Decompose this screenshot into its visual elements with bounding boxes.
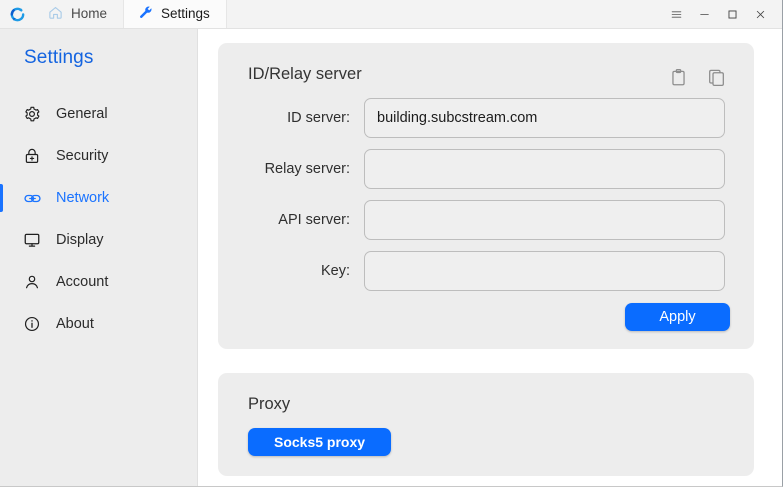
link-icon	[22, 188, 42, 208]
close-icon[interactable]	[746, 0, 774, 28]
api-server-input[interactable]	[364, 200, 725, 240]
field-row-key: Key:	[236, 251, 732, 291]
key-input[interactable]	[364, 251, 725, 291]
key-label: Key:	[320, 263, 350, 279]
sidebar-item-security[interactable]: Security	[0, 135, 197, 177]
sidebar-item-label: Security	[56, 148, 109, 164]
copy-icon[interactable]	[704, 65, 728, 89]
maximize-icon[interactable]	[718, 0, 746, 28]
card-actions	[666, 59, 732, 89]
apply-row: Apply	[236, 303, 732, 331]
id-relay-server-card: ID/Relay server	[218, 43, 754, 349]
field-row-id-server: ID server: building.subcstream.com	[236, 98, 732, 138]
sidebar-item-about[interactable]: About	[0, 303, 197, 345]
proxy-button-row: Socks5 proxy	[248, 428, 732, 456]
sidebar-item-account[interactable]: Account	[0, 261, 197, 303]
field-row-relay-server: Relay server:	[236, 149, 732, 189]
lock-icon	[22, 146, 42, 166]
id-server-input[interactable]: building.subcstream.com	[364, 98, 725, 138]
card-title: ID/Relay server	[248, 65, 362, 83]
monitor-icon	[22, 230, 42, 250]
relay-server-input[interactable]	[364, 149, 725, 189]
field-row-api-server: API server:	[236, 200, 732, 240]
rustdesk-logo-icon	[0, 0, 34, 28]
person-icon	[22, 272, 42, 292]
socks5-proxy-button[interactable]: Socks5 proxy	[248, 428, 392, 456]
tab-home[interactable]: Home	[34, 0, 123, 28]
proxy-card: Proxy Socks5 proxy	[218, 373, 754, 476]
id-server-label: ID server:	[287, 110, 350, 126]
info-circle-icon	[22, 314, 42, 334]
apply-button[interactable]: Apply	[625, 303, 730, 331]
tab-settings-label: Settings	[161, 6, 210, 22]
relay-server-label: Relay server:	[264, 161, 350, 177]
sidebar-item-label: Display	[56, 232, 104, 248]
gear-icon	[22, 104, 42, 124]
tab-settings[interactable]: Settings	[123, 0, 227, 28]
page-title: Settings	[24, 47, 94, 68]
sidebar-item-label: General	[56, 106, 108, 122]
settings-content: ID/Relay server	[198, 29, 782, 486]
sidebar-nav: General Security	[0, 93, 197, 345]
sidebar-item-label: Network	[56, 190, 110, 206]
sidebar-item-label: Account	[56, 274, 109, 290]
hamburger-menu-icon[interactable]	[662, 0, 690, 28]
sidebar-item-general[interactable]: General	[0, 93, 197, 135]
wrench-icon	[138, 5, 153, 23]
sidebar-item-network[interactable]: Network	[0, 177, 197, 219]
proxy-card-title: Proxy	[248, 395, 291, 413]
window-body: Settings General	[0, 29, 782, 486]
home-icon	[48, 5, 63, 23]
titlebar: Home Settings	[0, 0, 782, 29]
minimize-icon[interactable]	[690, 0, 718, 28]
tab-home-label: Home	[71, 6, 108, 22]
sidebar: Settings General	[0, 29, 198, 486]
sidebar-item-display[interactable]: Display	[0, 219, 197, 261]
card-header: ID/Relay server	[236, 59, 732, 98]
window-controls	[662, 0, 782, 28]
api-server-label: API server:	[278, 212, 350, 228]
sidebar-item-label: About	[56, 316, 94, 332]
clipboard-icon[interactable]	[666, 65, 690, 89]
